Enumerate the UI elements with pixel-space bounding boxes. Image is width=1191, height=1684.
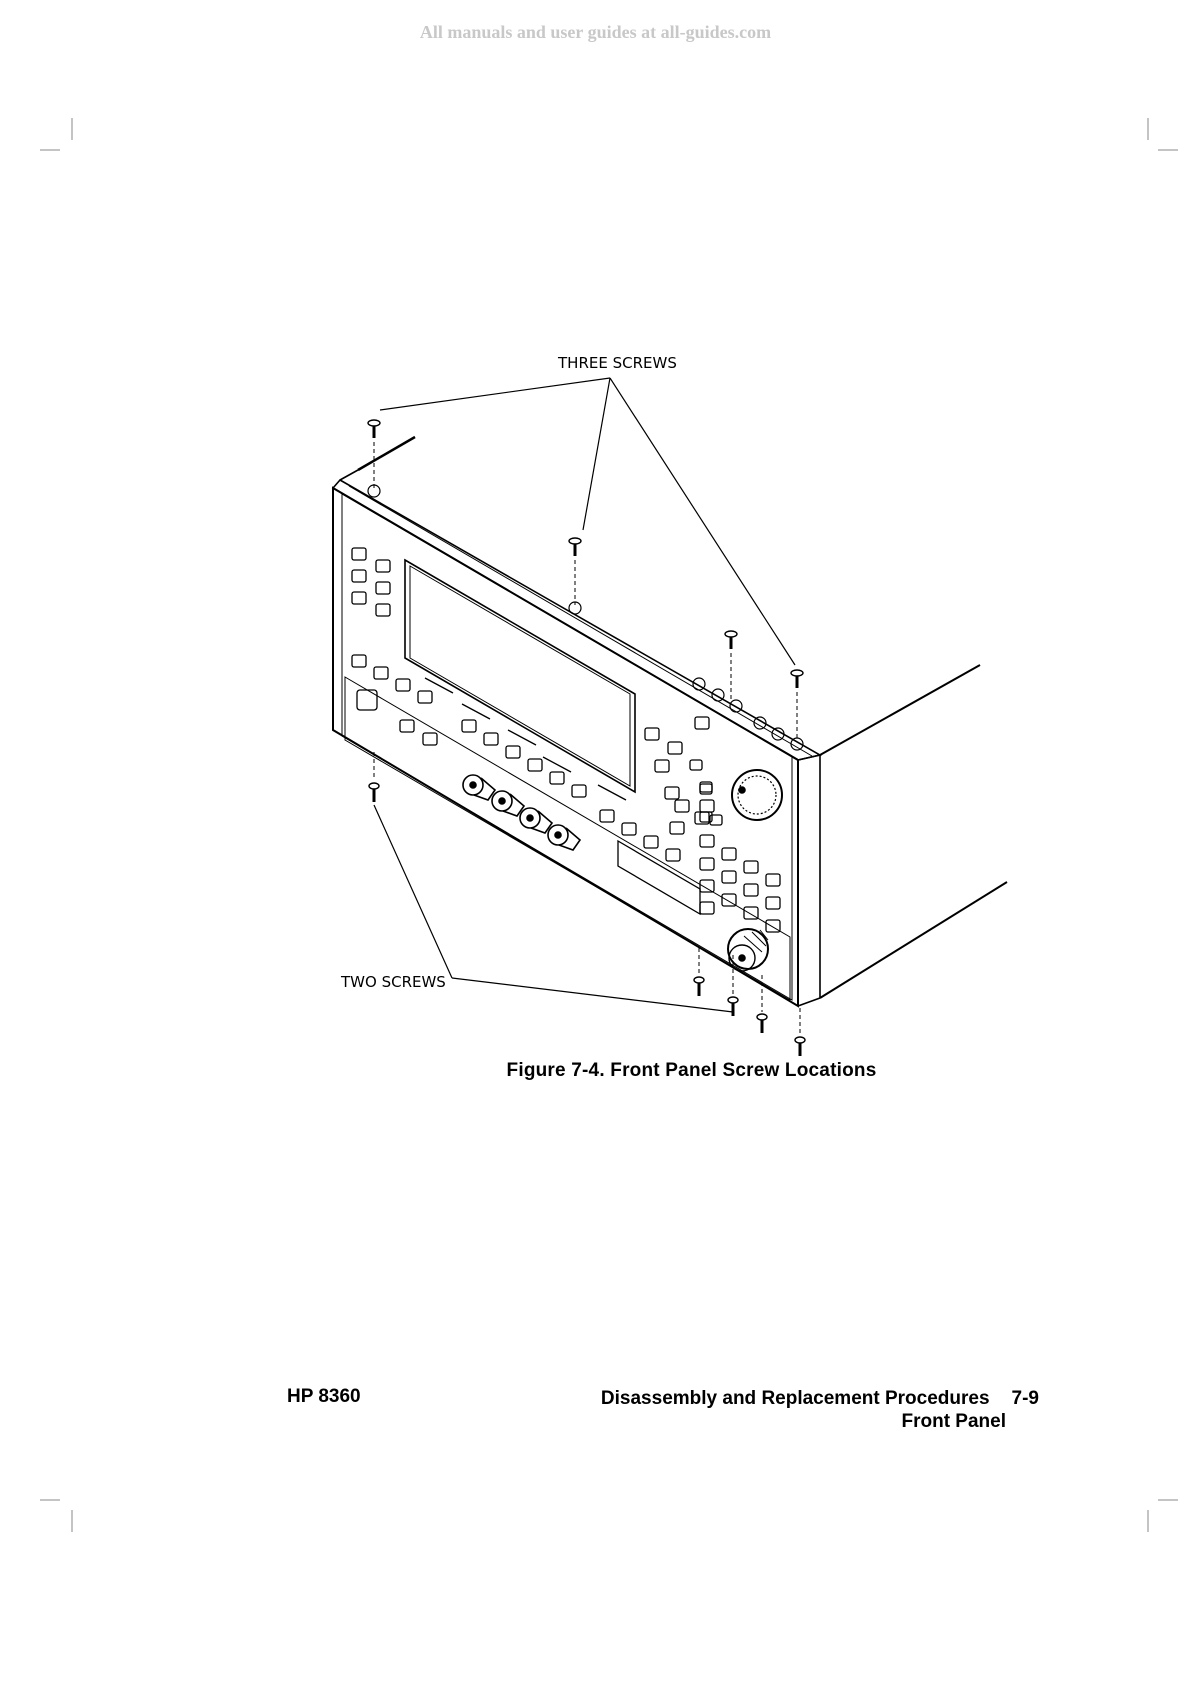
footer-subsection: Front Panel xyxy=(901,1411,1006,1433)
figure-caption: Figure 7-4. Front Panel Screw Locations xyxy=(0,1060,1191,1082)
crop-marks xyxy=(40,118,1178,1532)
callout-two-screws: TWO SCREWS xyxy=(340,973,446,991)
rotary-knob xyxy=(732,770,782,820)
screws-bottom xyxy=(369,752,805,1056)
callout-leaders xyxy=(374,378,795,1012)
page-number: 7-9 xyxy=(1012,1386,1039,1411)
power-knob xyxy=(728,929,768,971)
screw-holes xyxy=(368,485,803,750)
bnc-connectors xyxy=(463,775,580,850)
footer-section: Disassembly and Replacement Procedures 7-… xyxy=(601,1386,1039,1411)
instrument-outline xyxy=(333,437,1007,1006)
footer-model: HP 8360 xyxy=(287,1386,361,1408)
screws-top xyxy=(368,420,803,741)
footer-section-title: Disassembly and Replacement Procedures xyxy=(601,1388,990,1409)
button-cluster-right xyxy=(645,717,780,932)
callout-three-screws: THREE SCREWS xyxy=(557,354,677,372)
